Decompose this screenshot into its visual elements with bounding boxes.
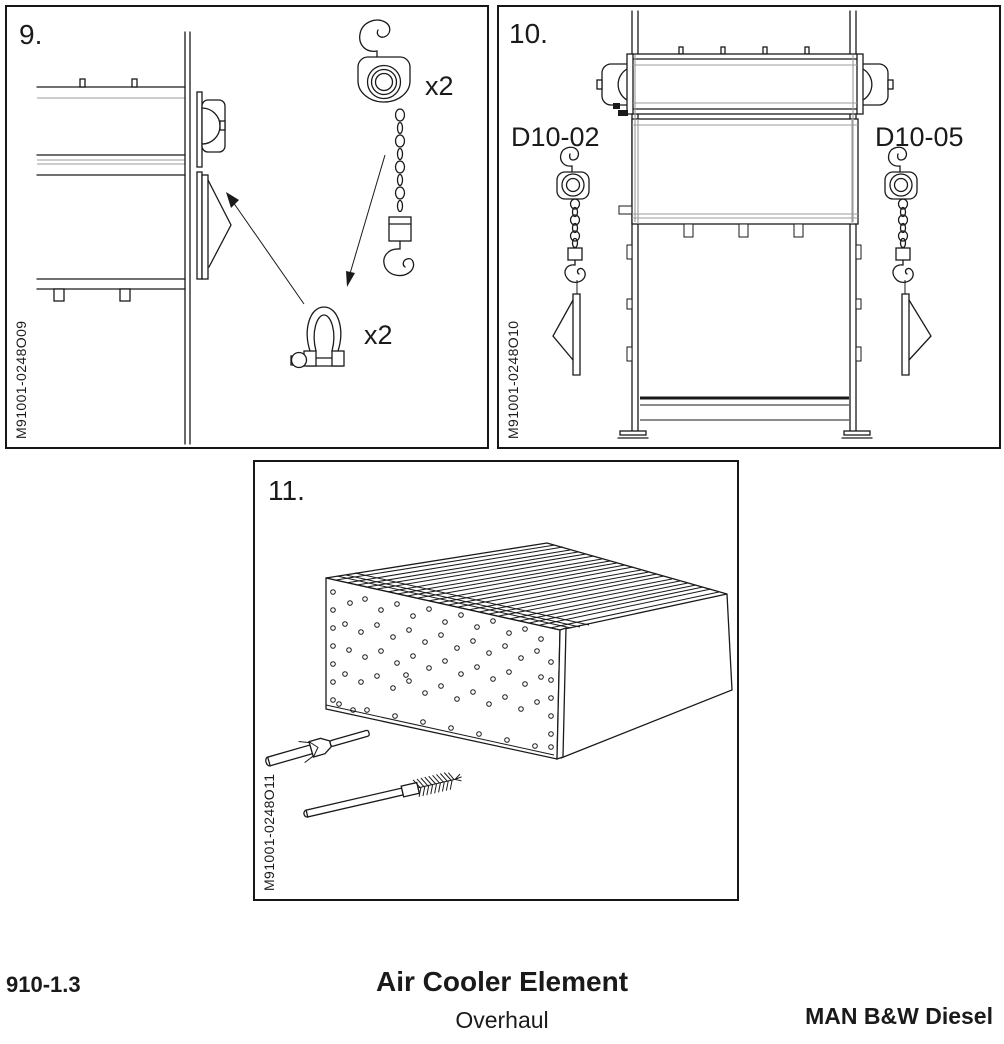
document-title: Air Cooler Element [375,966,629,997]
pointer-arrow-to-bracket [226,192,305,305]
figure-10-panel: 10. [497,5,1001,449]
cooler-housing-box [618,55,859,238]
shackle [290,306,345,369]
chain-hoist-right [884,146,932,376]
perforated-tube-plate [325,577,567,760]
cooler-element-side-view [36,78,186,302]
figure-9-drawing: x2 x2 [36,19,454,445]
figure-10-number: 10. [509,18,548,49]
hoist-quantity-label: x2 [425,71,454,101]
shackle-quantity-label: x2 [364,320,393,350]
tube-block-right-side [560,593,733,759]
tube-cleaning-brush [303,772,462,818]
figure-11-drawing [265,542,733,818]
figure-11-panel: 11. [253,460,739,901]
figure-10-code: M91001-0248O10 [505,320,521,439]
cooler-element-front-view [596,46,894,116]
chain-hoist-left [552,146,590,376]
section-number: 910-1.3 [6,972,81,997]
lifting-lug-bracket [196,91,232,280]
figure-9-code: M91001-0248O09 [13,320,29,439]
figure-9-panel: 9. [5,5,489,449]
company-name: MAN B&W Diesel [805,1003,993,1029]
left-tool-label: D10-02 [511,122,600,152]
guide-plate-right [901,293,910,376]
tube-holes [330,589,554,750]
document-subtitle: Overhaul [455,1007,549,1033]
figure-11-number: 11. [268,475,305,506]
figure-9-number: 9. [19,19,43,50]
casing-wall [184,31,191,445]
tube-plug-tool [265,729,370,767]
figure-10-drawing: D10-02 D10-05 [511,10,964,439]
chain-hoist [357,19,415,277]
pointer-arrow-to-shackle [346,154,386,287]
guide-plate-left [572,293,581,376]
right-tool-label: D10-05 [875,122,964,152]
figure-11-code: M91001-0248O11 [261,773,277,891]
